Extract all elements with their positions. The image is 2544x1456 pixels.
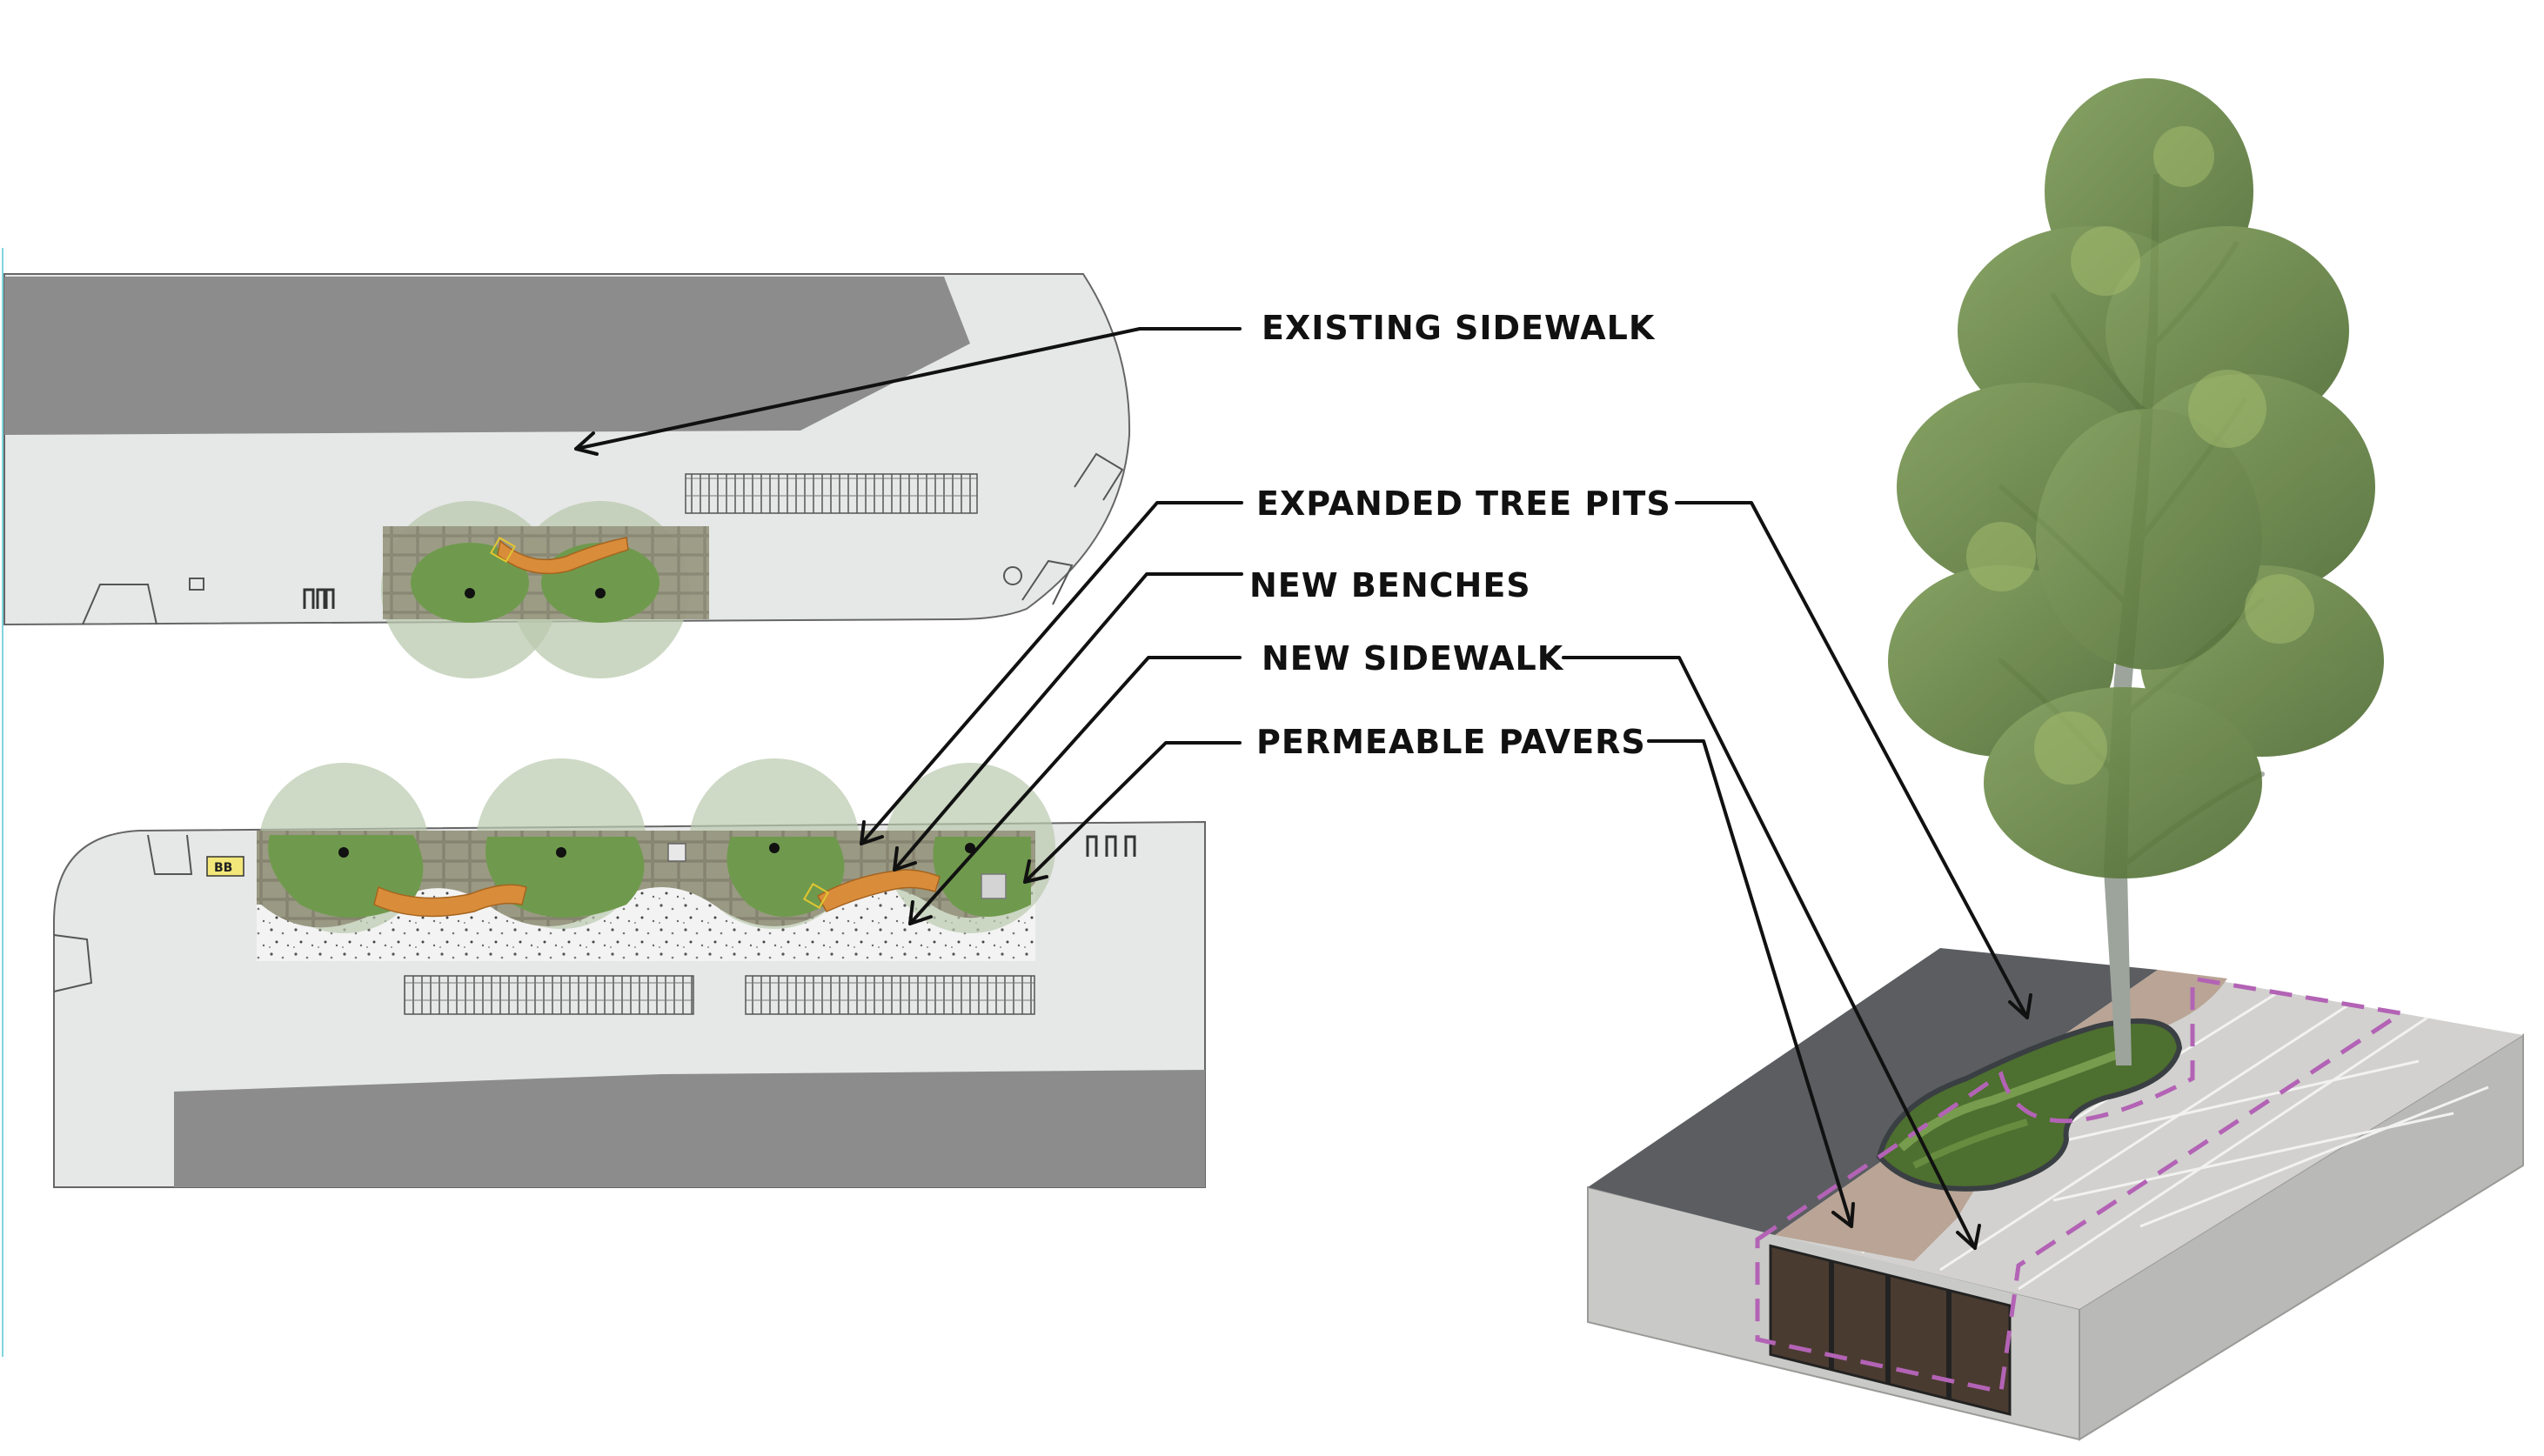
tree-pit [726,837,845,917]
callout-labels: EXISTING SIDEWALK EXPANDED TREE PITS NEW… [1249,309,1671,761]
tree-pit [485,837,645,918]
label-expanded-tree-pits: EXPANDED TREE PITS [1256,484,1671,523]
leader-expanded-tree-pits-left [860,501,1243,845]
plan-marker-box [206,856,244,877]
asphalt-top [1588,948,2158,1235]
leader-lines [574,327,2032,1250]
bottom-bike-rack-1 [404,975,694,1015]
leader-new-sidewalk-left [908,656,1242,925]
tree-illustration [1888,78,2384,1065]
tree-pit-3d-section [1587,948,2524,1441]
tree-foliage [2036,409,2262,670]
bench [497,537,629,575]
top-building [4,277,970,435]
leader-permeable-pavers-left [1023,741,1242,884]
plan-marker-text: BB [214,861,232,875]
leader-permeable-pavers-right [1647,739,1853,1228]
leader-expanded-tree-pits-right [1675,501,2029,1019]
label-permeable-pavers: PERMEABLE PAVERS [1256,723,1646,761]
bottom-street-plan: BB [53,758,1206,1188]
bench [373,884,527,918]
top-bike-rack [685,473,978,514]
permeable-pavers-outline [1755,976,2407,1395]
label-new-benches: NEW BENCHES [1249,566,1531,604]
bottom-bike-rack-2 [745,975,1035,1015]
bottom-building [174,1070,1205,1187]
tree-pit [411,543,529,623]
bench [816,869,941,912]
leader-new-benches [893,572,1243,872]
tree-foliage [1984,687,2262,878]
label-new-sidewalk: NEW SIDEWALK [1262,639,1564,678]
leader-new-sidewalk-right [1562,656,1977,1250]
leader-existing-sidewalk [574,327,1242,451]
label-existing-sidewalk: EXISTING SIDEWALK [1262,309,1656,347]
top-street-plan [3,273,1131,678]
